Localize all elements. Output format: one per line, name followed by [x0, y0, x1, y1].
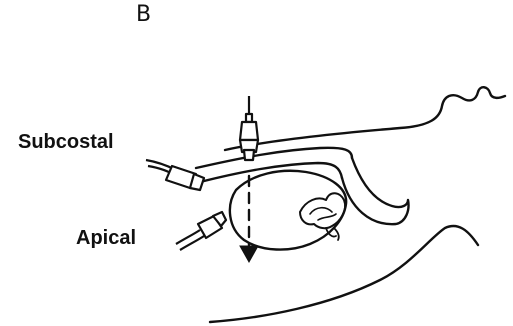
probe-top: [240, 96, 258, 160]
heart-valve-inner: [310, 208, 336, 220]
panel-letter: B: [136, 4, 151, 26]
body-outline-front: [210, 226, 478, 322]
probe-subcostal: [146, 160, 204, 190]
beam-arrowhead: [240, 246, 258, 262]
body-outline-back: [225, 87, 505, 150]
label-subcostal: Subcostal: [18, 132, 114, 152]
xiphoid-curve: [342, 158, 409, 224]
probe-apical: [176, 212, 226, 250]
label-apical: Apical: [76, 228, 136, 248]
